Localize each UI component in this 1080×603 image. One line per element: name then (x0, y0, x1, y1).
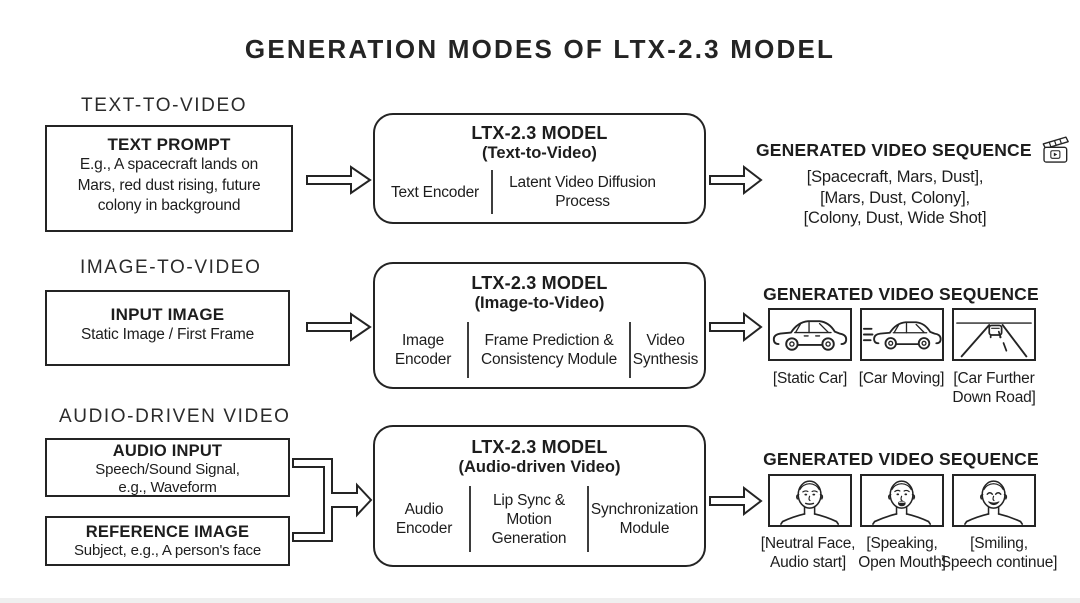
column-divider (587, 486, 589, 552)
input-image-line: Static Image / First Frame (80, 326, 255, 343)
reference-image-line: Subject, e.g., A person's face (74, 542, 261, 559)
model-component: Lip Sync & Motion Generation (491, 491, 567, 547)
generated-sequence-heading: GENERATED VIDEO SEQUENCE (763, 284, 1039, 304)
model-component: Image Encoder (394, 332, 452, 368)
audio-input-box: AUDIO INPUT Speech/Sound Signal, e.g., W… (45, 438, 290, 497)
model-component: Frame Prediction & Consistency Module (481, 332, 617, 368)
sequence-line: [Colony, Dust, Wide Shot] (803, 209, 987, 227)
model-component: Synchronization Module (590, 501, 699, 537)
static-car-icon (772, 320, 848, 351)
model-title: LTX-2.3 MODEL (471, 437, 608, 457)
text-prompt-line: Mars, red dust rising, future (77, 176, 261, 194)
text-prompt-line: colony in background (97, 197, 241, 214)
audio-input-line: Speech/Sound Signal, (95, 461, 240, 478)
model-component: Video Synthesis (632, 332, 699, 368)
frame-caption: [Car Moving] (858, 370, 945, 387)
generated-sequence-header: GENERATED VIDEO SEQUENCE (756, 131, 1071, 169)
car-down-road-icon (956, 322, 1032, 358)
video-frame-smiling-face (952, 474, 1036, 527)
video-frame-static-car (768, 308, 852, 361)
model-component: Latent Video Diffusion Process (509, 174, 656, 210)
audio-input-line: e.g., Waveform (118, 478, 217, 496)
section-label-audio-driven-video: AUDIO-DRIVEN VIDEO (59, 406, 291, 427)
column-divider (469, 486, 471, 552)
video-frame-neutral-face (768, 474, 852, 527)
sequence-line: [Spacecraft, Mars, Dust], (806, 168, 984, 186)
column-divider (467, 322, 469, 378)
audio-input-heading: AUDIO INPUT (112, 442, 223, 460)
neutral-face-icon (780, 480, 840, 525)
video-frame-car-moving (860, 308, 944, 361)
smiling-face-icon (964, 480, 1024, 525)
frame-caption: [Neutral Face, Audio start] (760, 535, 856, 571)
video-frame-speaking-face (860, 474, 944, 527)
section-label-image-to-video: IMAGE-TO-VIDEO (80, 257, 262, 278)
clapperboard-play-icon (1042, 136, 1069, 163)
reference-image-box: REFERENCE IMAGE Subject, e.g., A person'… (45, 516, 290, 566)
diagram-title: GENERATION MODES OF LTX-2.3 MODEL (244, 34, 836, 64)
model-box-text-to-video: LTX-2.3 MODEL (Text-to-Video) Text Encod… (373, 113, 706, 224)
model-component: Audio Encoder (395, 501, 453, 537)
model-subtitle: (Audio-driven Video) (458, 458, 621, 476)
input-image-box: INPUT IMAGE Static Image / First Frame (45, 290, 290, 366)
model-title: LTX-2.3 MODEL (471, 273, 608, 293)
model-subtitle: (Image-to-Video) (474, 294, 605, 312)
reference-image-heading: REFERENCE IMAGE (85, 523, 250, 541)
model-box-image-to-video: LTX-2.3 MODEL (Image-to-Video) Image Enc… (373, 262, 706, 389)
arrow-right-icon (709, 165, 763, 195)
arrow-right-icon (306, 165, 372, 195)
frame-caption: [Smiling, Speech continue] (940, 535, 1058, 571)
frame-caption: [Speaking, Open Mouth] (858, 535, 946, 571)
generated-sequence-heading: GENERATED VIDEO SEQUENCE (756, 139, 1032, 160)
generated-sequence-heading: GENERATED VIDEO SEQUENCE (763, 449, 1039, 469)
text-prompt-box: TEXT PROMPT E.g., A spacecraft lands on … (45, 125, 293, 232)
frame-caption: [Static Car] (772, 370, 848, 387)
input-image-heading: INPUT IMAGE (110, 305, 225, 324)
column-divider (491, 170, 493, 214)
arrow-right-icon (709, 486, 763, 516)
video-frame-car-down-road (952, 308, 1036, 361)
column-divider (629, 322, 631, 378)
model-box-audio-driven-video: LTX-2.3 MODEL (Audio-driven Video) Audio… (373, 425, 706, 567)
moving-car-icon (862, 321, 942, 350)
frame-caption: [Car Further Down Road] (952, 370, 1036, 406)
merge-arrow-connector (292, 458, 373, 542)
model-title: LTX-2.3 MODEL (471, 123, 608, 143)
arrow-right-icon (709, 312, 763, 342)
model-component: Text Encoder (390, 183, 480, 201)
bottom-strip (0, 598, 1080, 603)
section-label-text-to-video: TEXT-TO-VIDEO (81, 95, 248, 116)
text-prompt-heading: TEXT PROMPT (107, 135, 231, 154)
speaking-face-icon (872, 480, 932, 525)
model-subtitle: (Text-to-Video) (482, 144, 597, 162)
arrow-right-icon (306, 312, 372, 342)
generated-sequence-text: [Spacecraft, Mars, Dust], [Mars, Dust, C… (755, 167, 1035, 229)
sequence-line: [Mars, Dust, Colony], (820, 188, 970, 207)
text-prompt-line: E.g., A spacecraft lands on (79, 156, 259, 173)
